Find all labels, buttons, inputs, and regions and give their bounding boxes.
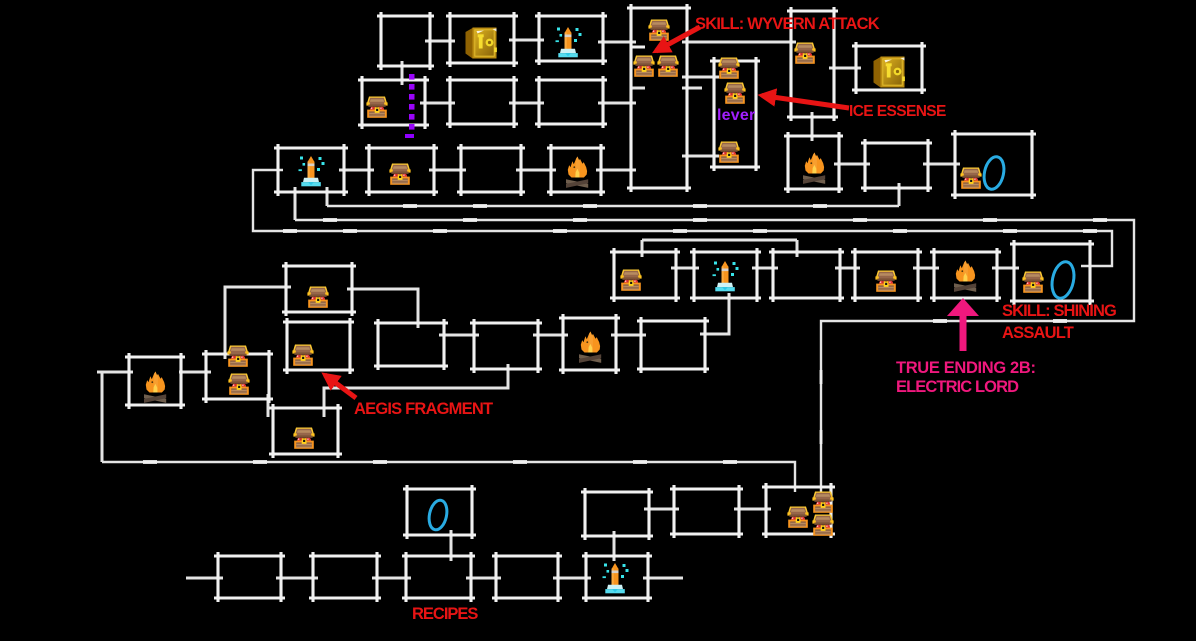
- svg-text:ICE ESSENSE: ICE ESSENSE: [849, 103, 946, 120]
- svg-text:SKILL: WYVERN ATTACK: SKILL: WYVERN ATTACK: [695, 15, 880, 33]
- svg-text:TRUE ENDING 2B:: TRUE ENDING 2B:: [896, 359, 1036, 377]
- svg-text:SKILL: SHINING: SKILL: SHINING: [1002, 302, 1116, 320]
- svg-text:ELECTRIC LORD: ELECTRIC LORD: [896, 378, 1019, 396]
- svg-text:RECIPES: RECIPES: [412, 605, 478, 623]
- svg-text:AEGIS FRAGMENT: AEGIS FRAGMENT: [354, 400, 493, 418]
- svg-text:ASSAULT: ASSAULT: [1002, 324, 1074, 342]
- svg-text:lever: lever: [717, 107, 755, 124]
